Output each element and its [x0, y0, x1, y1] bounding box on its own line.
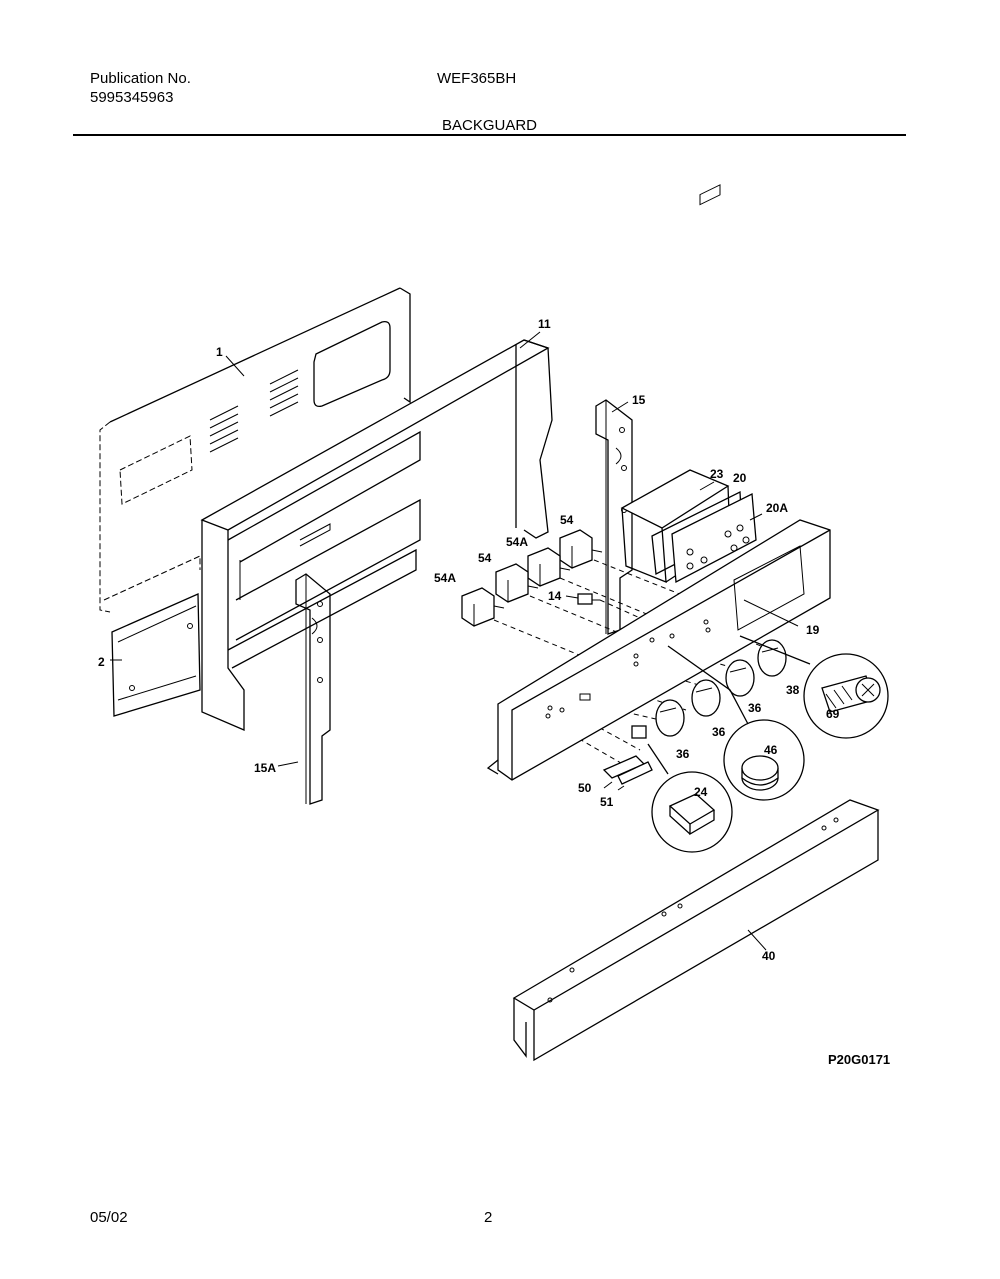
footer-date: 05/02: [90, 1209, 128, 1226]
callout-labels: 1 2 11 15 15A 23 20 20A 54 54A 54 54A 14…: [98, 317, 890, 1067]
page-number: 2: [484, 1209, 493, 1226]
part-54-switch-lower: [495, 563, 539, 603]
callout-1: 1: [216, 345, 223, 359]
part-11-frame: [200, 339, 553, 731]
part-2-lower-bracket: [111, 593, 201, 717]
diagram-code: P20G0171: [828, 1052, 890, 1067]
callout-15: 15: [632, 393, 646, 407]
part-24-switch-detail: [647, 743, 733, 853]
publication-label: Publication No.: [90, 70, 191, 87]
callout-51: 51: [600, 795, 614, 809]
leader-lines: [110, 331, 799, 951]
part-14-indicator: [577, 593, 600, 605]
callout-2: 2: [98, 655, 105, 669]
callout-24: 24: [694, 785, 708, 799]
callout-54-upper: 54: [560, 513, 574, 527]
part-36-knob-b: [691, 679, 721, 717]
part-54a-switch-lower: [461, 587, 505, 627]
part-15-right-bracket: [595, 399, 633, 635]
part-15a-left-bracket: [295, 573, 331, 805]
callout-11: 11: [538, 317, 551, 331]
callout-36-b: 36: [712, 725, 726, 739]
callout-15a: 15A: [254, 761, 276, 775]
callout-20: 20: [733, 471, 747, 485]
part-38-knob: [757, 639, 787, 677]
vent-slots-upper: [209, 369, 299, 453]
section-title: BACKGUARD: [442, 117, 538, 134]
callout-50: 50: [578, 781, 592, 795]
callout-36-a: 36: [676, 747, 690, 761]
part-46-cap-detail: [667, 645, 805, 801]
callout-46: 46: [764, 743, 778, 757]
callout-40: 40: [762, 949, 776, 963]
part-69-screw-detail: [739, 635, 889, 739]
part-19-control-panel: [486, 519, 831, 781]
model-number: WEF365BH: [437, 70, 517, 87]
callout-14: 14: [548, 589, 562, 603]
part-20a-overlay: [671, 184, 757, 584]
callout-38: 38: [786, 683, 800, 697]
callout-20a: 20A: [766, 501, 788, 515]
publication-number: 5995345963: [90, 89, 174, 106]
part-36-knob-a: [655, 699, 685, 737]
callout-69: 69: [826, 707, 840, 721]
callout-54a-upper: 54A: [506, 535, 528, 549]
part-40-front-trim: [512, 799, 880, 1062]
part-36-knob-c: [725, 659, 755, 697]
part-1-rear-panel: [99, 287, 411, 613]
part-54-switch-upper: [559, 529, 603, 569]
callout-54-lower: 54: [478, 551, 492, 565]
callout-19: 19: [806, 623, 820, 637]
callout-54a-lower: 54A: [434, 571, 456, 585]
part-51-bezel: [617, 761, 653, 785]
callout-23: 23: [710, 467, 724, 481]
header-rule: [73, 134, 906, 136]
callout-36-c: 36: [748, 701, 762, 715]
